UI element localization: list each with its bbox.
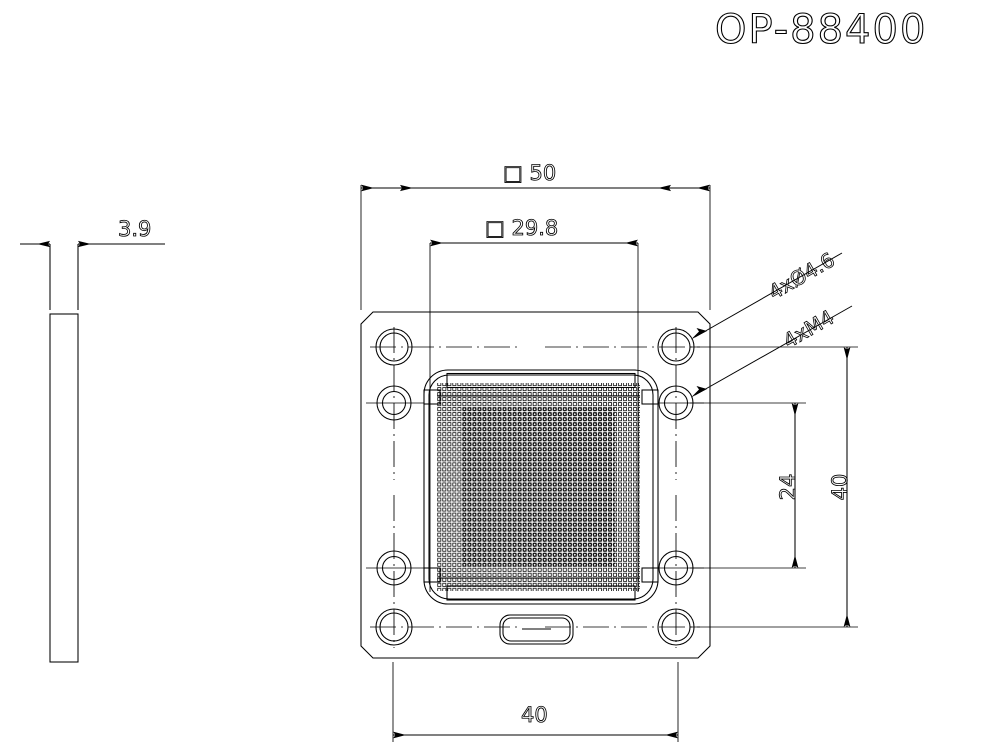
hole-pitch-inner-label: 24: [776, 474, 800, 501]
leader-threaded-hole: 4xM4: [691, 305, 853, 398]
body-width-label: □ 50: [503, 161, 556, 185]
dimension-socket-opening: □ 29.8: [429, 216, 639, 592]
plate-edge-profile: [49, 313, 79, 663]
body-outline: [360, 311, 711, 659]
side-elevation-view: 3.9: [20, 217, 165, 663]
alignment-key-tab: [499, 614, 574, 645]
socket-body: [423, 369, 659, 605]
clearance-hole-leader-label: 4xØ4.6: [764, 248, 838, 305]
centerlines: [370, 327, 700, 648]
threaded-hole-leader-label: 4xM4: [779, 305, 838, 353]
dimension-hole-pitch-inner: 24: [690, 402, 806, 569]
pad-array: [437, 383, 640, 591]
plan-view: □ 50 □ 29.8 40: [360, 161, 858, 742]
dimension-body-width: □ 50: [360, 161, 711, 310]
socket-opening-label: □ 29.8: [485, 216, 558, 240]
hole-pitch-outer-label: 40: [828, 474, 852, 501]
hole-pitch-horizontal-label: 40: [521, 703, 548, 727]
dimension-hole-pitch-horizontal: 40: [392, 662, 679, 742]
dimension-hole-pitch-outer: 40: [690, 346, 858, 628]
drawing-title: OP-88400: [715, 7, 927, 53]
thickness-dimension-label: 3.9: [118, 217, 151, 241]
